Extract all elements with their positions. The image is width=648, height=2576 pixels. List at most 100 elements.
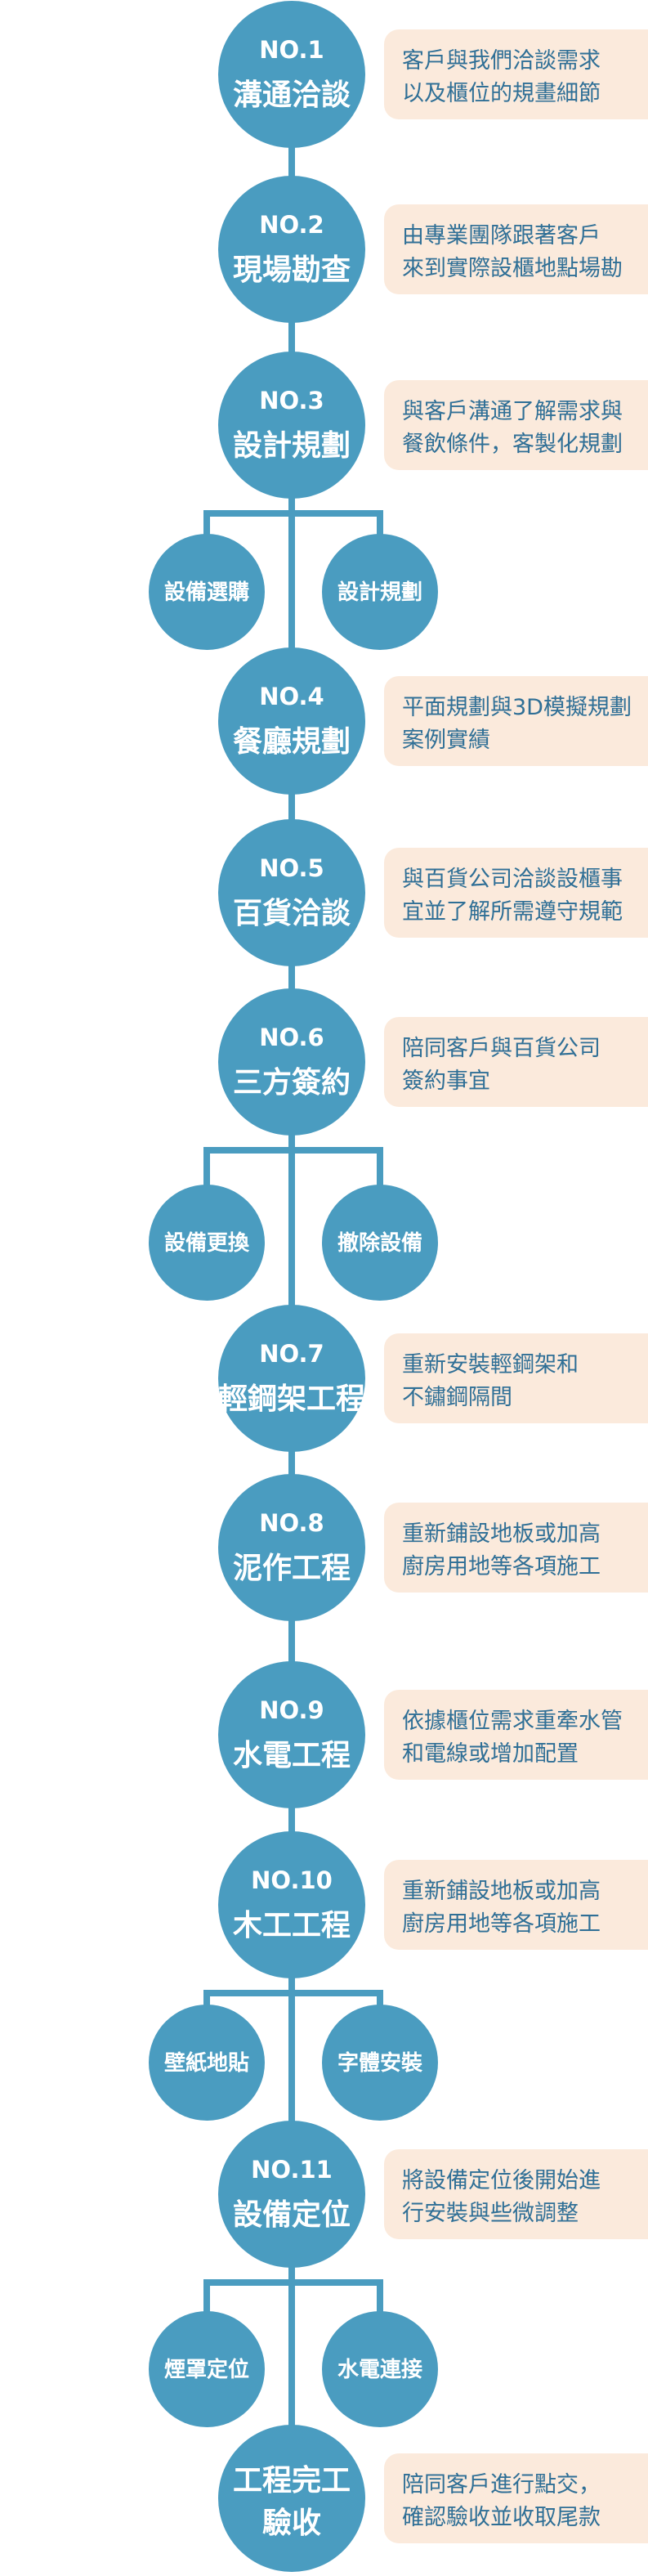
step-title: 三方簽約: [233, 1066, 351, 1100]
step-title: 工程完工: [233, 2464, 351, 2498]
note-background: [384, 1690, 648, 1780]
step-circle: [218, 819, 365, 966]
sub-step-label: 字體安裝: [337, 2050, 423, 2076]
sub-step-node: 壁紙地貼: [149, 2005, 265, 2121]
note-background: [384, 380, 648, 470]
description-line: 平面規劃與3D模擬規劃: [402, 695, 632, 720]
step-title-line2: 驗收: [262, 2506, 321, 2540]
step-number: NO.5: [259, 854, 324, 882]
sub-step-node: 字體安裝: [322, 2005, 438, 2121]
step-title: 百貨洽談: [233, 897, 351, 930]
step-circle: [218, 1474, 365, 1621]
sub-step-label: 水電連接: [337, 2358, 422, 2382]
step-node: NO.9 水電工程: [218, 1661, 365, 1808]
step-title: 設計規劃: [233, 429, 351, 463]
sub-step-circle: [149, 534, 265, 650]
step-number: NO.1: [259, 36, 324, 64]
step-number: NO.11: [251, 2156, 333, 2184]
description-line: 和電線或增加配置: [402, 1741, 579, 1767]
step-number: NO.8: [259, 1509, 324, 1537]
step-circle: [218, 1305, 365, 1452]
sub-step-circle: [149, 2311, 265, 2427]
sub-step-label: 煙罩定位: [164, 2357, 249, 2382]
sub-step-circle: [149, 1185, 265, 1301]
note-background: [384, 29, 648, 119]
step-title: 輕鋼架工程: [218, 1382, 365, 1416]
step-number: NO.3: [259, 387, 324, 414]
description-line: 陪同客戶與百貨公司: [402, 1036, 601, 1061]
description-line: 行安裝與些微調整: [402, 2201, 579, 2226]
description-line: 餐飲條件，客製化規劃: [402, 432, 623, 457]
note-background: [384, 2149, 648, 2239]
sub-step-node: 設備更換: [149, 1185, 265, 1301]
note-background: [384, 1017, 648, 1107]
sub-step-node: 設計規劃: [322, 534, 438, 650]
description-line: 案例實績: [402, 728, 490, 753]
description-line: 將設備定位後開始進: [402, 2168, 601, 2193]
step-circle: [218, 352, 365, 499]
sub-step-node: 設備選購: [149, 534, 265, 650]
note-background: [384, 848, 648, 938]
sub-step-circle: [322, 534, 438, 650]
description-line: 客戶與我們洽談需求: [402, 48, 601, 74]
sub-step-circle: [149, 2005, 265, 2121]
sub-step-node: 水電連接: [322, 2311, 438, 2427]
description-line: 重新鋪設地板或加高: [402, 1521, 601, 1547]
note-background: [384, 1860, 648, 1950]
step-number: NO.6: [259, 1024, 324, 1051]
description-line: 廚房用地等各項施工: [402, 1554, 601, 1579]
step-title: 現場勘查: [233, 253, 351, 287]
description-line: 來到實際設櫃地點場勘: [402, 256, 623, 281]
step-number: NO.10: [251, 1866, 333, 1894]
sub-step-circle: [322, 2311, 438, 2427]
description-line: 簽約事宜: [402, 1068, 490, 1094]
step-node: NO.10 木工工程: [218, 1831, 365, 1978]
step-node: NO.5 百貨洽談: [218, 819, 365, 966]
step-node: NO.3 設計規劃: [218, 352, 365, 499]
sub-step-circle: [322, 1185, 438, 1301]
description-line: 確認驗收並收取尾款: [402, 2505, 601, 2530]
sub-step-node: 煙罩定位: [149, 2311, 265, 2427]
step-number: NO.9: [259, 1696, 324, 1724]
step-number: NO.4: [259, 683, 324, 710]
step-title: 木工工程: [233, 1909, 351, 1942]
description-line: 不鏽鋼隔間: [402, 1385, 512, 1410]
step-title: 水電工程: [233, 1739, 351, 1772]
step-circle: [218, 2121, 365, 2268]
step-circle: [218, 2425, 365, 2572]
sub-step-circle: [322, 2005, 438, 2121]
description-line: 宜並了解所需遵守規範: [402, 899, 623, 925]
sub-step-node: 撤除設備: [322, 1185, 438, 1301]
sub-step-label: 設計規劃: [337, 580, 422, 605]
description-line: 與百貨公司洽談設櫃事: [402, 867, 623, 892]
step-title: 泥作工程: [233, 1552, 351, 1585]
step-node: NO.6 三方簽約: [218, 988, 365, 1136]
step-node: NO.1 溝通洽談: [218, 1, 365, 148]
description-line: 廚房用地等各項施工: [402, 1911, 601, 1937]
description-line: 由專業團隊跟著客戶: [402, 223, 601, 249]
step-node: NO.4 餐廳規劃: [218, 647, 365, 795]
step-title: 溝通洽談: [233, 78, 351, 112]
sub-step-label: 撤除設備: [337, 1230, 422, 1256]
description-line: 陪同客戶進行點交，: [402, 2472, 601, 2498]
step-circle: [218, 988, 365, 1136]
step-circle: [218, 1831, 365, 1978]
note-background: [384, 1503, 648, 1593]
sub-step-label: 壁紙地貼: [164, 2050, 249, 2076]
step-title: 餐廳規劃: [233, 724, 351, 759]
step-number: NO.7: [259, 1340, 324, 1368]
step-circle: [218, 176, 365, 323]
description-line: 與客戶溝通了解需求與: [402, 399, 623, 424]
